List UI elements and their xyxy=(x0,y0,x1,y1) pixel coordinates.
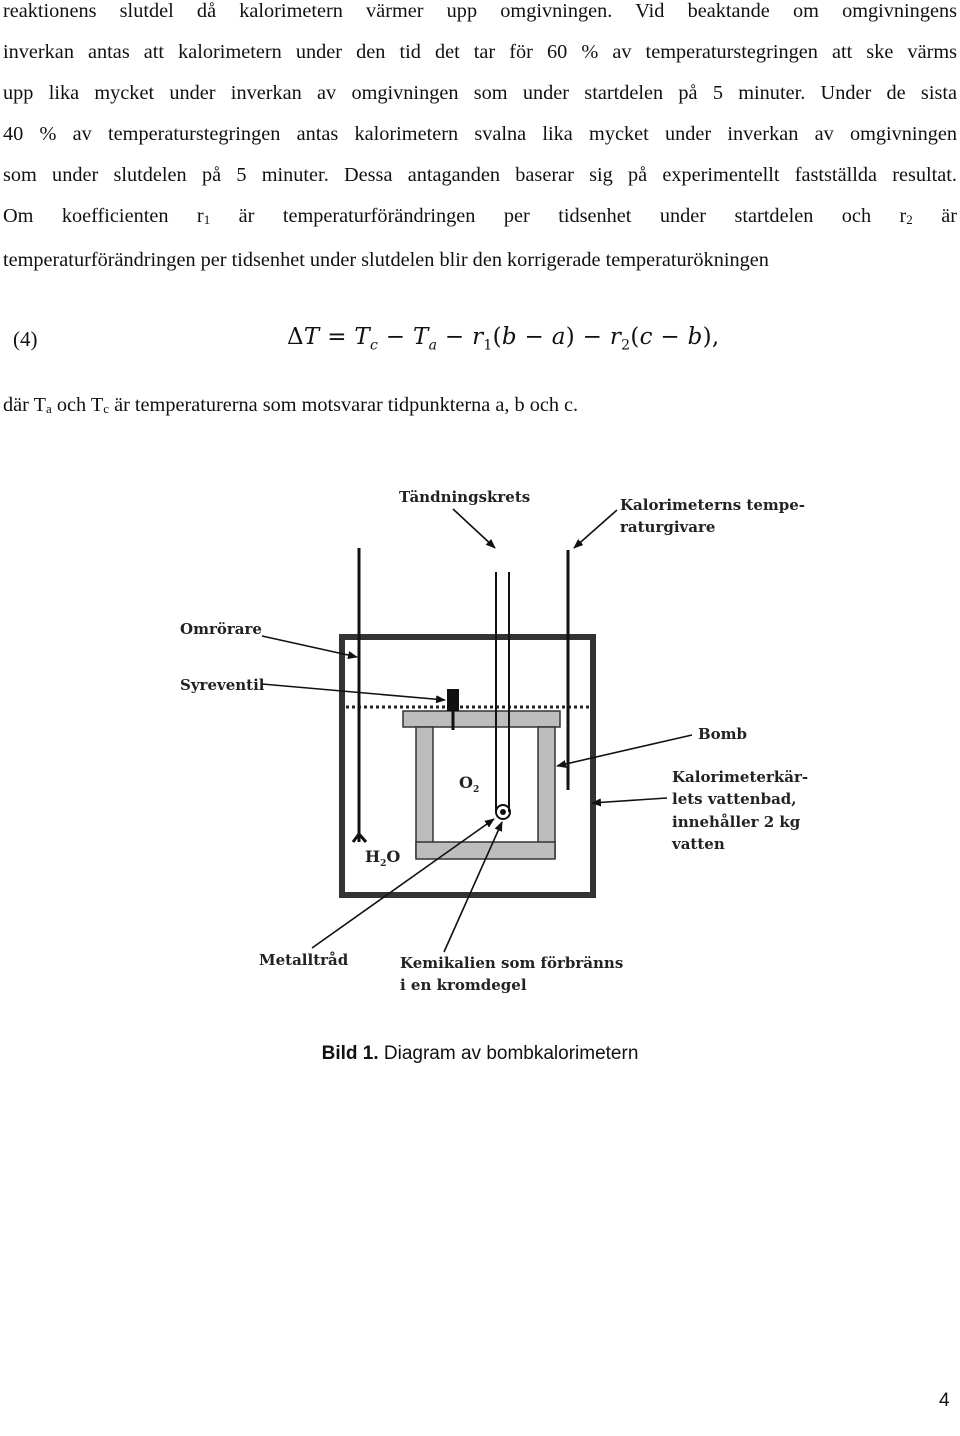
equation-number: (4) xyxy=(13,327,38,351)
paragraph-line: 40 % av temperaturstegringen antas kalor… xyxy=(3,123,957,145)
arrow-chemical xyxy=(443,821,503,953)
equation-explanation: där Ta och Tc är temperaturerna som mots… xyxy=(3,394,579,416)
paragraph-line-coefficients: Om koefficienten r1 är temperaturförändr… xyxy=(3,205,958,227)
bomb-wall-right xyxy=(537,726,556,858)
label-chemical: i en kromdegel xyxy=(400,976,527,994)
paragraph-line: som under slutdelen på 5 minuter. Dessa … xyxy=(3,164,957,186)
bomb-lid xyxy=(402,710,561,728)
label-water-bath: innehåller 2 kg xyxy=(672,813,801,831)
label-h2o: H2O xyxy=(365,847,400,869)
label-oxygen-valve: Syreventil xyxy=(180,676,265,694)
arrow-ignition xyxy=(452,508,496,549)
arrow-oxygen-valve xyxy=(261,683,446,704)
chemical-sample xyxy=(500,809,506,815)
label-ignition-circuit: Tändningskrets xyxy=(399,488,530,506)
paragraph-line: temperaturförändringen per tidsenhet und… xyxy=(3,249,769,271)
label-temperature-sensor: Kalorimeterns tempe- xyxy=(620,496,805,514)
figure-caption: Bild 1. Diagram av bombkalorimetern xyxy=(321,1043,639,1064)
crucible xyxy=(495,804,511,820)
equation: ΔT = Tc − Ta − r1(b − a) − r2(c − b), xyxy=(287,324,720,354)
body-paragraph: reaktionens slutdel då kalorimetern värm… xyxy=(3,0,957,281)
label-chemical: Kemikalien som förbränns xyxy=(400,954,623,972)
label-water-bath: lets vattenbad, xyxy=(672,790,797,808)
arrow-temperature-sensor xyxy=(573,509,618,549)
label-o2: O2 xyxy=(459,773,479,795)
label-water-bath: vatten xyxy=(671,835,725,853)
arrow-bomb xyxy=(556,734,693,768)
paragraph-line: upp lika mycket under inverkan av omgivn… xyxy=(3,82,957,104)
label-metal-wire: Metalltråd xyxy=(259,951,349,969)
paragraph-line: reaktionens slutdel då kalorimetern värm… xyxy=(3,0,957,22)
bomb-wall-left xyxy=(415,726,434,858)
arrow-metal-wire xyxy=(311,818,495,949)
bomb-bottom xyxy=(415,841,556,860)
oxygen-valve xyxy=(447,689,459,711)
arrow-stirrer xyxy=(261,635,358,659)
calorimeter-outer-wall xyxy=(339,634,596,898)
label-temperature-sensor: raturgivare xyxy=(620,518,715,536)
arrow-water-bath xyxy=(591,797,668,807)
bomb-calorimeter-diagram: O2 H2O Tändningskrets Kalorimeterns temp… xyxy=(180,488,808,994)
page-number: 4 xyxy=(939,1390,950,1411)
label-bomb: Bomb xyxy=(698,725,747,743)
stirrer-blade xyxy=(351,833,361,843)
paragraph-line: inverkan antas att kalorimetern under de… xyxy=(3,41,957,63)
label-water-bath: Kalorimeterkär- xyxy=(672,768,808,786)
stirrer-blade xyxy=(357,833,368,843)
label-stirrer: Omrörare xyxy=(180,620,262,638)
